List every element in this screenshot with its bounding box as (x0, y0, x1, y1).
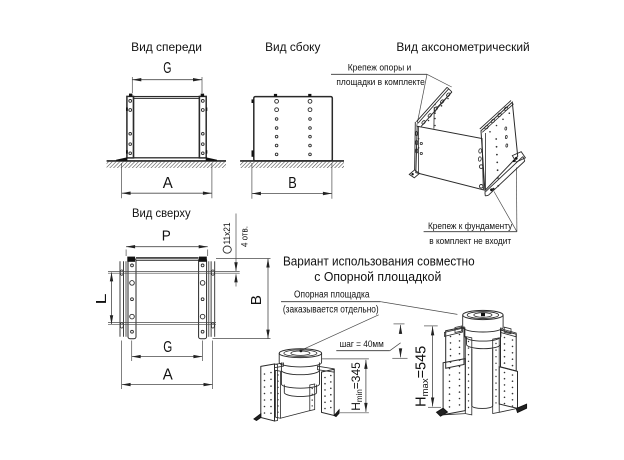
svg-text:с Опорной площадкой: с Опорной площадкой (314, 270, 441, 284)
svg-text:площадки в комплекте: площадки в комплекте (336, 77, 425, 88)
svg-text:4 отв.: 4 отв. (239, 226, 249, 247)
svg-text:Крепеж к фундаменту: Крепеж к фундаменту (428, 221, 512, 232)
svg-text:Вариант использования совместн: Вариант использования совместно (283, 254, 475, 268)
svg-text:Hmax=545: Hmax=545 (414, 346, 431, 407)
svg-text:B: B (248, 295, 265, 305)
svg-text:B: B (288, 175, 297, 192)
svg-text:G: G (163, 60, 171, 77)
svg-text:Крепеж опоры и: Крепеж опоры и (348, 62, 412, 73)
svg-text:11х21: 11х21 (222, 223, 232, 245)
svg-text:A: A (163, 366, 173, 383)
svg-text:Вид аксонометрический: Вид аксонометрический (396, 40, 529, 54)
svg-text:Вид сбоку: Вид сбоку (265, 40, 320, 54)
svg-text:A: A (163, 175, 173, 192)
svg-text:P: P (162, 229, 171, 245)
svg-text:G: G (163, 339, 172, 356)
svg-text:(заказывается отдельно): (заказывается отдельно) (283, 305, 379, 316)
svg-text:Опорная площадка: Опорная площадка (294, 290, 370, 301)
svg-text:шаг = 40мм: шаг = 40мм (340, 339, 384, 350)
svg-text:L: L (93, 294, 110, 305)
svg-text:в комплект не входит: в комплект не входит (429, 236, 511, 247)
svg-text:Hmin=345: Hmin=345 (349, 362, 364, 411)
svg-text:Вид спереди: Вид спереди (131, 40, 202, 54)
svg-text:Вид сверху: Вид сверху (132, 206, 191, 220)
